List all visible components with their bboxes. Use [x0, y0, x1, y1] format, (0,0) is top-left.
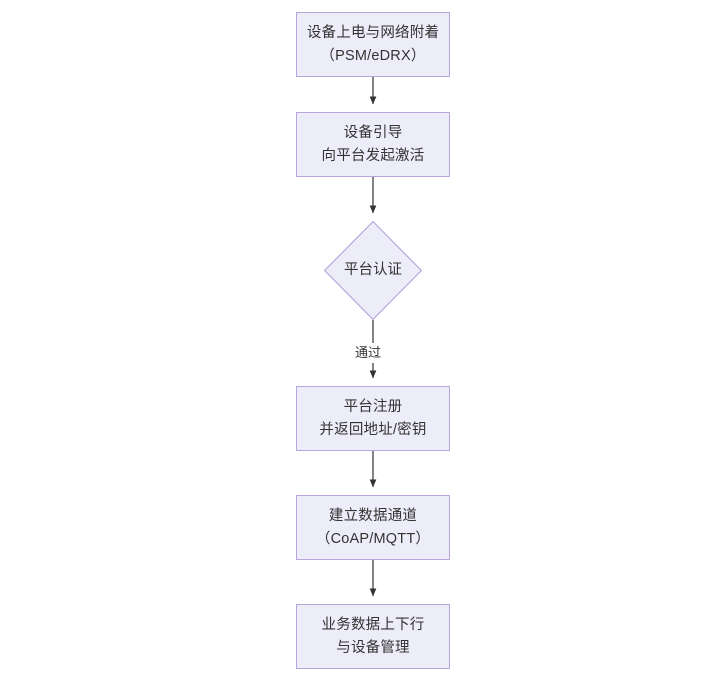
node-establish-data-channel[interactable]: 建立数据通道 （CoAP/MQTT） [296, 495, 450, 560]
node-platform-authentication[interactable]: 平台认证 [324, 221, 422, 320]
node-power-on-network-attach[interactable]: 设备上电与网络附着 （PSM/eDRX） [296, 12, 450, 77]
node-device-bootstrap-activation[interactable]: 设备引导 向平台发起激活 [296, 112, 450, 177]
node-data-uplink-downlink-management[interactable]: 业务数据上下行 与设备管理 [296, 604, 450, 669]
node-platform-authentication-label: 平台认证 [344, 262, 402, 279]
edge-label-pass: 通过 [352, 343, 385, 364]
node-platform-registration[interactable]: 平台注册 并返回地址/密钥 [296, 386, 450, 451]
diamond-shape [324, 221, 422, 320]
